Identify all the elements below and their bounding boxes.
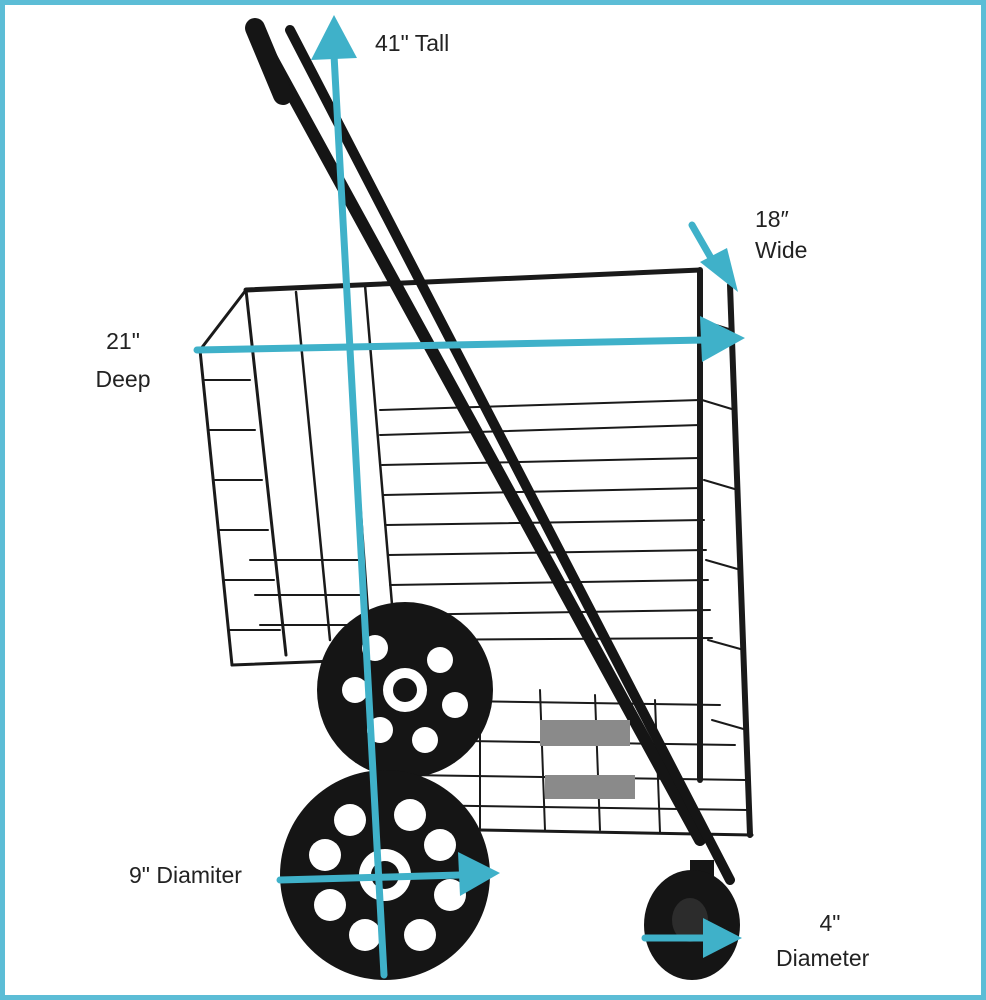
height-label: 41" Tall — [375, 30, 450, 56]
small-caster-wheel — [644, 860, 740, 980]
width-value-label: 18″ — [755, 206, 789, 232]
depth-arrowhead — [700, 316, 745, 362]
cart-foot-plates — [540, 720, 635, 799]
depth-dimension-line — [193, 336, 709, 354]
width-arrowhead — [700, 248, 738, 292]
rear-wheel — [317, 602, 493, 778]
small-wheel-arrowhead — [703, 918, 742, 958]
depth-unit-label: Deep — [95, 366, 151, 392]
height-arrowhead — [311, 15, 357, 60]
dimension-arrows — [193, 15, 745, 979]
large-wheel-dimension-line — [276, 871, 464, 884]
small-wheel-unit-label: Diameter — [776, 945, 870, 971]
width-unit-label: Wide — [755, 237, 808, 263]
height-dimension-line — [330, 51, 388, 979]
depth-value-label: 21" — [106, 328, 140, 354]
cart-handle-frame — [245, 18, 735, 885]
large-wheel-label: 9" Diamiter — [129, 862, 242, 888]
cart-basket — [198, 267, 754, 838]
large-wheel-arrowhead — [458, 852, 500, 896]
small-wheel-value-label: 4" — [819, 910, 841, 936]
